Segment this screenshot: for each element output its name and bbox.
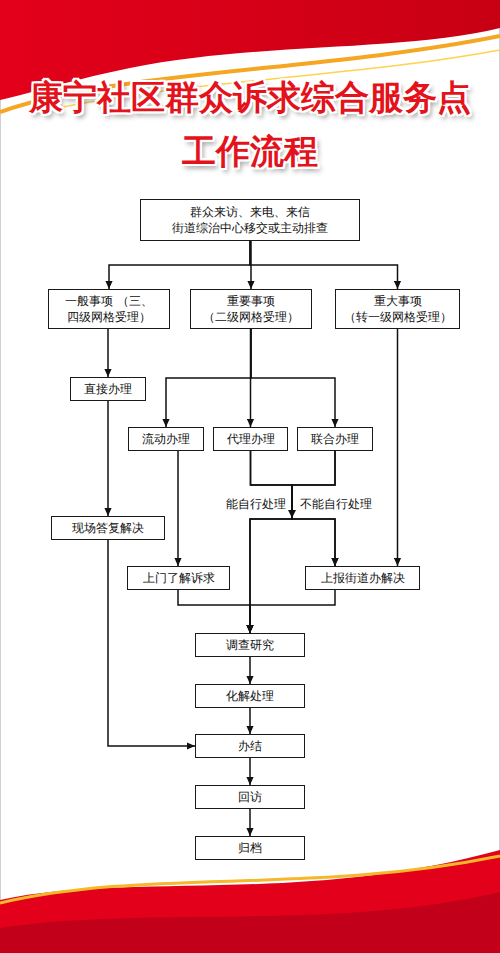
flow-arrow bbox=[251, 329, 335, 427]
process-box: 群众来访、来电、来信 街道综治中心移交或主动排查 bbox=[140, 199, 360, 241]
process-box: 上报街道办解决 bbox=[305, 566, 420, 590]
box-text: 重大事项 （转一级网格受理） bbox=[340, 293, 455, 325]
box-text: 一般事项 （三、四级网格受理） bbox=[53, 293, 165, 325]
box-text: 办结 bbox=[238, 738, 262, 754]
flow-arrow bbox=[250, 241, 398, 289]
flow-arrow bbox=[250, 241, 252, 289]
flow-arrow bbox=[107, 329, 109, 377]
flow-arrow bbox=[250, 451, 292, 633]
box-text: 流动办理 bbox=[142, 431, 190, 447]
bottom-yellow-stripe bbox=[0, 856, 500, 903]
flow-arrow bbox=[177, 451, 179, 566]
box-text: 代理办理 bbox=[227, 431, 275, 447]
process-box: 直接办理 bbox=[70, 377, 146, 401]
process-box: 调查研究 bbox=[195, 633, 305, 657]
process-box: 重要事项 （二级网格受理） bbox=[190, 289, 312, 329]
flow-arrow bbox=[250, 451, 335, 633]
flow-arrow bbox=[178, 590, 250, 633]
flow-arrow bbox=[251, 451, 336, 566]
box-text: 上报街道办解决 bbox=[321, 570, 405, 586]
process-box: 代理办理 bbox=[213, 427, 288, 451]
branch-label: 不能自行处理 bbox=[300, 497, 372, 511]
flow-arrow bbox=[397, 329, 399, 566]
process-box: 重大事项 （转一级网格受理） bbox=[335, 289, 460, 329]
process-box: 现场答复解决 bbox=[51, 516, 165, 540]
flow-arrow bbox=[249, 758, 251, 785]
flow-arrow bbox=[250, 590, 335, 633]
flow-arrow bbox=[249, 708, 251, 734]
branch-label: 能自行处理 bbox=[226, 497, 286, 511]
flow-arrow bbox=[249, 809, 251, 836]
box-text: 回访 bbox=[238, 789, 262, 805]
box-text: 归档 bbox=[238, 840, 262, 856]
flow-arrow bbox=[108, 540, 195, 746]
flow-arrow bbox=[250, 329, 252, 427]
box-text: 化解处理 bbox=[226, 688, 274, 704]
bottom-red-band bbox=[0, 850, 500, 953]
diagram-title: 康宁社区群众诉求综合服务点 工作流程 bbox=[10, 70, 490, 178]
process-box: 回访 bbox=[195, 785, 305, 809]
box-text: 直接办理 bbox=[84, 381, 132, 397]
box-text: 联合办理 bbox=[311, 431, 359, 447]
process-box: 流动办理 bbox=[128, 427, 204, 451]
flow-arrow bbox=[166, 329, 251, 427]
box-text: 调查研究 bbox=[226, 637, 274, 653]
process-box: 上门了解诉求 bbox=[127, 566, 230, 590]
process-box: 联合办理 bbox=[297, 427, 373, 451]
flow-arrow bbox=[107, 401, 109, 516]
box-text: 群众来访、来电、来信 街道综治中心移交或主动排查 bbox=[145, 204, 355, 236]
box-text: 重要事项 （二级网格受理） bbox=[195, 293, 307, 325]
split-arrowhead bbox=[288, 510, 296, 518]
box-text: 现场答复解决 bbox=[72, 520, 144, 536]
box-text: 上门了解诉求 bbox=[143, 570, 215, 586]
flow-arrow bbox=[292, 451, 335, 566]
process-box: 化解处理 bbox=[195, 684, 305, 708]
process-box: 办结 bbox=[195, 734, 305, 758]
flow-arrow bbox=[249, 657, 251, 684]
bottom-dark-band bbox=[0, 892, 500, 953]
process-box: 一般事项 （三、四级网格受理） bbox=[48, 289, 170, 329]
process-box: 归档 bbox=[195, 836, 305, 860]
flow-arrow bbox=[109, 241, 250, 289]
